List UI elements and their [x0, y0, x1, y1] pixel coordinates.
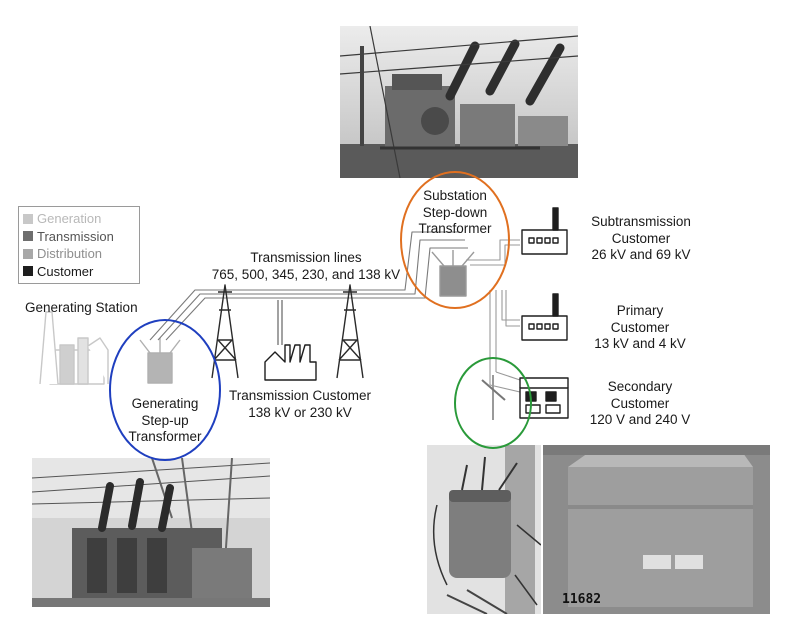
legend-item-distribution: Distribution — [23, 245, 135, 263]
transmission-customer-factory-icon — [264, 300, 317, 381]
legend-swatch — [23, 266, 33, 277]
legend-label: Transmission — [37, 228, 114, 244]
generating-transformer-label: Generating Step-up Transformer — [128, 396, 202, 444]
pole-transformer-icon — [481, 375, 506, 420]
legend: Generation Transmission Distribution Cus… — [18, 206, 140, 284]
transmission-lines-label: Transmission lines 765, 500, 345, 230, a… — [211, 250, 401, 282]
legend-swatch — [23, 231, 33, 242]
legend-label: Generation — [37, 211, 102, 226]
secondary-highlight-ring — [454, 357, 532, 449]
transmission-tower-left — [211, 284, 239, 379]
legend-item-customer: Customer — [23, 263, 135, 281]
substation-highlight-ring — [400, 171, 510, 309]
legend-label: Customer — [37, 263, 94, 279]
step-down-transformer-icon — [431, 250, 475, 297]
substation-label: Substation Step-down Transformer — [418, 188, 492, 236]
legend-swatch — [23, 213, 33, 224]
transmission-customer-label: Transmission Customer 138 kV or 230 kV — [228, 388, 372, 420]
subtransmission-customer-label: Subtransmission Customer 26 kV and 69 kV — [591, 214, 691, 262]
pole-transformer-photo — [427, 445, 541, 614]
subtransmission-customer-building-icon — [521, 207, 568, 255]
secondary-customer-house-icon — [519, 377, 569, 419]
legend-label: Distribution — [37, 246, 103, 261]
generating-station-icon — [39, 311, 109, 385]
step-up-transformer-icon — [139, 338, 181, 384]
generating-highlight-ring — [109, 319, 221, 461]
distribution-lines — [466, 239, 521, 393]
secondary-customer-label: Secondary Customer 120 V and 240 V — [589, 379, 691, 427]
legend-item-transmission: Transmission — [23, 228, 135, 246]
pad-mount-number: 11682 — [562, 592, 602, 607]
transmission-lines — [149, 231, 468, 341]
legend-item-generation: Generation — [23, 210, 135, 228]
substation-transformer-photo — [340, 26, 578, 178]
legend-swatch — [23, 248, 33, 259]
primary-customer-building-icon — [521, 293, 568, 341]
pad-mount-transformer-photo — [543, 445, 770, 614]
generating-station-label: Generating Station — [25, 300, 138, 315]
transmission-tower-right — [336, 284, 364, 379]
primary-customer-label: Primary Customer 13 kV and 4 kV — [594, 303, 686, 351]
step-up-transformer-photo — [32, 458, 270, 607]
